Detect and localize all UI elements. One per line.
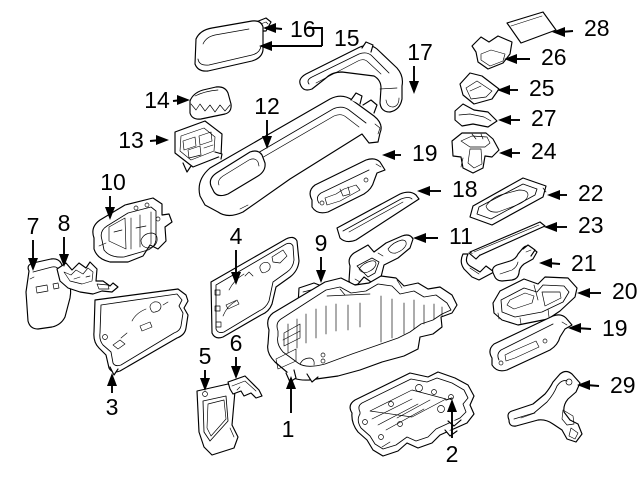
callout-3 bbox=[107, 373, 117, 393]
callout-21 bbox=[539, 258, 561, 268]
callout-label-4: 4 bbox=[230, 223, 243, 249]
callout-26 bbox=[504, 54, 530, 64]
callout-label-16: 16 bbox=[290, 16, 316, 42]
part-flat-trim-blade bbox=[506, 11, 557, 44]
callout-label-9: 9 bbox=[315, 230, 328, 256]
callout-6 bbox=[231, 357, 241, 379]
callout-22 bbox=[547, 190, 567, 200]
part-wiring-harness-clip bbox=[491, 244, 538, 282]
callout-label-21: 21 bbox=[571, 250, 597, 276]
part-rear-console-trim bbox=[299, 41, 404, 113]
callout-8 bbox=[59, 237, 69, 267]
callout-label-3: 3 bbox=[106, 394, 119, 420]
part-edge-molding-strip bbox=[460, 221, 546, 281]
part-side-rail-trim-lower bbox=[489, 314, 573, 372]
part-console-lower-bracket-plate bbox=[349, 371, 475, 457]
callout-layer: 1 2 3 4 5 6 7 8 9 10 11 12 13 14 15 16 1… bbox=[27, 15, 638, 467]
callout-label-2: 2 bbox=[446, 441, 459, 467]
part-rear-closeout-panel bbox=[196, 383, 239, 456]
part-console-top-cover bbox=[198, 92, 382, 217]
part-support-bracket-left bbox=[56, 261, 119, 295]
callout-29 bbox=[577, 380, 600, 390]
part-side-rail-trim-upper bbox=[309, 158, 386, 214]
callout-4 bbox=[231, 250, 241, 285]
callout-label-17: 17 bbox=[407, 39, 433, 65]
callout-label-10: 10 bbox=[100, 169, 126, 195]
part-rear-support-arm bbox=[507, 370, 583, 443]
part-shift-boot-surround bbox=[189, 86, 232, 120]
callout-15 bbox=[259, 27, 323, 51]
callout-5 bbox=[200, 370, 210, 391]
callout-14 bbox=[172, 95, 190, 105]
callout-label-11: 11 bbox=[449, 223, 473, 249]
callout-20 bbox=[577, 288, 601, 298]
callout-9 bbox=[316, 257, 326, 283]
callout-label-19b: 19 bbox=[602, 315, 628, 341]
callout-label-29: 29 bbox=[610, 372, 636, 398]
part-switch-panel-assembly bbox=[174, 120, 223, 173]
callout-1 bbox=[286, 376, 296, 413]
callout-label-15: 15 bbox=[334, 25, 360, 51]
callout-18 bbox=[417, 186, 441, 196]
callout-label-24: 24 bbox=[531, 138, 557, 164]
part-trim-strip-short bbox=[454, 103, 498, 128]
part-rear-vent-cover bbox=[471, 35, 513, 70]
part-console-floor-mat bbox=[336, 191, 420, 243]
callout-label-8: 8 bbox=[58, 210, 71, 236]
callout-label-22: 22 bbox=[578, 180, 604, 206]
callout-label-5: 5 bbox=[199, 343, 212, 369]
callout-24 bbox=[499, 148, 520, 158]
callout-label-20: 20 bbox=[612, 278, 638, 304]
part-armrest-assembly bbox=[194, 20, 264, 72]
callout-label-28: 28 bbox=[584, 15, 610, 41]
callout-19-upper bbox=[382, 150, 401, 160]
callout-label-6: 6 bbox=[230, 330, 243, 356]
callout-label-7: 7 bbox=[27, 213, 40, 239]
callout-11 bbox=[413, 233, 438, 243]
part-left-side-trim-panel bbox=[93, 288, 189, 376]
part-cupholder-insert-mat bbox=[469, 177, 547, 226]
callout-label-25: 25 bbox=[529, 75, 555, 101]
callout-label-18: 18 bbox=[452, 176, 478, 202]
callout-2 bbox=[447, 399, 457, 438]
callout-19-lower bbox=[568, 323, 592, 333]
callout-7 bbox=[28, 240, 38, 271]
callout-label-12: 12 bbox=[254, 93, 280, 119]
callout-label-23: 23 bbox=[578, 212, 604, 238]
callout-28 bbox=[552, 27, 574, 37]
part-storage-tray-bin bbox=[492, 276, 578, 326]
callout-16 bbox=[263, 23, 283, 33]
callout-25 bbox=[497, 85, 518, 95]
callout-13 bbox=[149, 135, 169, 145]
callout-label-19: 19 bbox=[412, 140, 438, 166]
callout-17 bbox=[409, 66, 419, 94]
callout-label-26: 26 bbox=[541, 44, 567, 70]
part-rear-duct-housing bbox=[451, 132, 500, 174]
part-front-mounting-bracket bbox=[92, 197, 173, 263]
callout-27 bbox=[498, 115, 520, 125]
callout-12 bbox=[262, 120, 272, 149]
callout-10 bbox=[105, 196, 115, 220]
callout-label-1: 1 bbox=[282, 416, 295, 442]
part-retainer-strip bbox=[227, 375, 263, 399]
part-trim-strip-long bbox=[459, 72, 500, 105]
callout-label-27: 27 bbox=[531, 105, 557, 131]
callout-label-13: 13 bbox=[118, 127, 144, 153]
callout-23 bbox=[544, 222, 567, 232]
part-console-base-body bbox=[267, 275, 458, 383]
callout-label-14: 14 bbox=[144, 87, 170, 113]
